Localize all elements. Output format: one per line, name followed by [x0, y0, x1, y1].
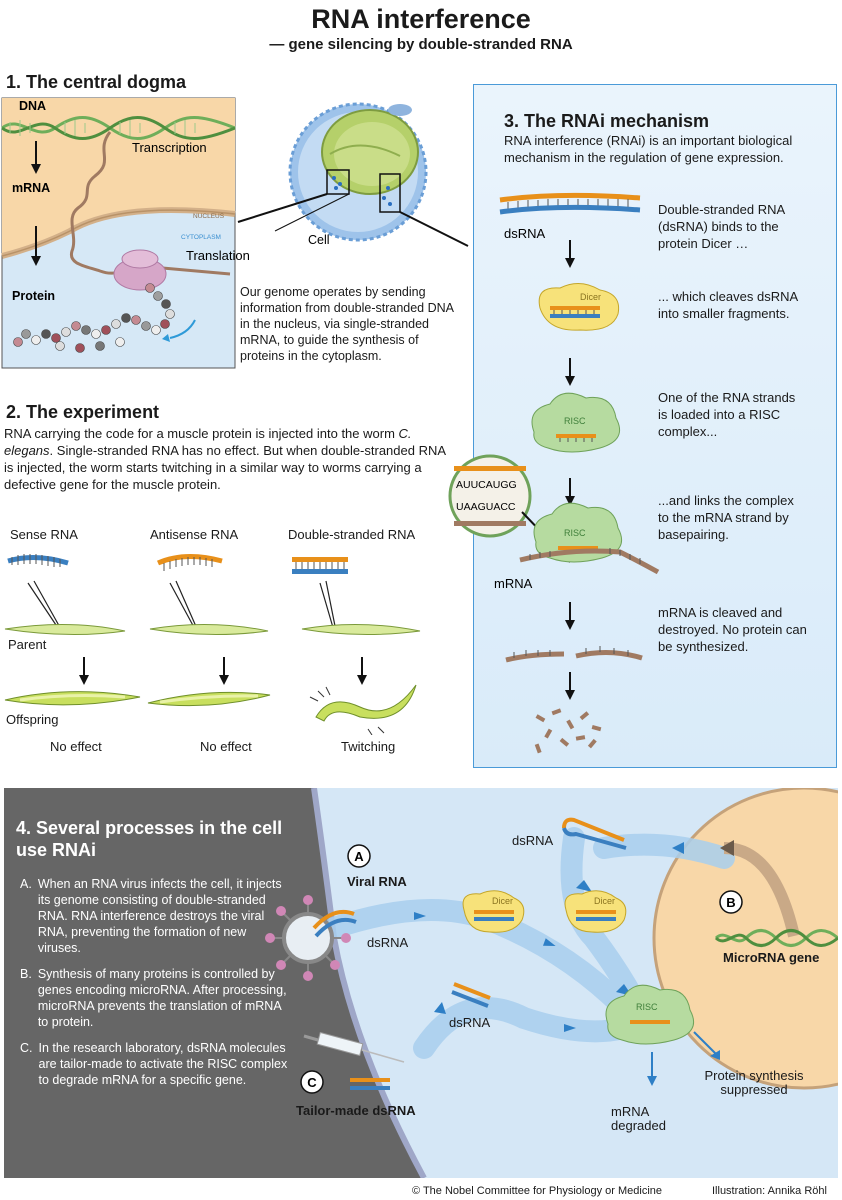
page-title: RNA interference: [311, 4, 531, 34]
cleaved-mrna-icon: [505, 646, 643, 663]
risc-label: RISC: [564, 416, 586, 426]
bases-top: AUUCAUGG: [456, 479, 517, 491]
mrna-strand: [69, 131, 231, 276]
section2-heading: 2. The experiment: [6, 402, 160, 422]
mrna-fragments-icon: [534, 708, 602, 754]
tailor-made-dsrna-label: Tailor-made dsRNA: [296, 1103, 416, 1118]
parent-label: Parent: [8, 637, 47, 652]
svg-text:B: B: [726, 895, 735, 910]
dsrna-mid-icon: [451, 982, 491, 1008]
badge-b: [719, 890, 743, 914]
result-antisense: No effect: [200, 739, 252, 754]
dsrna-icon: [499, 192, 641, 215]
injection-needles: [27, 580, 337, 632]
parent-worms: [4, 623, 421, 636]
step5-text: mRNA is cleaved and destroyed. No protei…: [658, 605, 807, 654]
section4-items: A.When an RNA virus infects the cell, it…: [20, 876, 292, 1088]
mrna-label: mRNA: [494, 576, 533, 591]
rnai-mechanism-illustration: dsRNA Dicer RISC AUUCAUGG UAAGUACC RISC …: [448, 192, 660, 754]
result-sense: No effect: [50, 739, 102, 754]
dicer-label-2: Dicer: [594, 896, 615, 906]
rnai-intro: RNA interference (RNAi) is an important …: [504, 133, 793, 165]
microrna-gene-label: MicroRNA gene: [723, 950, 820, 965]
step1-text: Double-stranded RNA (dsRNA) binds to the…: [658, 202, 785, 251]
dna-helix-icon: [1, 116, 236, 140]
experiment-intro: RNA carrying the code for a muscle prote…: [4, 426, 446, 492]
step3-text: One of the RNA strands is loaded into a …: [658, 390, 796, 439]
sense-rna-icon: [7, 554, 69, 567]
step2-text: ... which cleaves dsRNA into smaller fra…: [658, 289, 798, 321]
dna-label: DNA: [19, 99, 46, 113]
sense-rna-label: Sense RNA: [10, 527, 78, 542]
viral-rna-label: Viral RNA: [347, 874, 407, 889]
cell-label: Cell: [308, 233, 330, 247]
section4-heading: 4. Several processes in the cell use RNA…: [16, 818, 283, 860]
microrna-hairpin-icon: [562, 817, 627, 850]
badge-c: [300, 1070, 324, 1094]
badge-a: [347, 844, 371, 868]
page-subtitle: — gene silencing by double-stranded RNA: [269, 36, 573, 53]
offspring-label: Offspring: [6, 712, 59, 727]
protein-chain-icon: [13, 283, 175, 353]
bases-bottom: UAAGUACC: [456, 501, 516, 513]
step4-text: ...and links the complex to the mRNA str…: [658, 493, 794, 542]
section4-background: Dicer Dicer RISC A B: [4, 788, 838, 1178]
section3-heading: 3. The RNAi mechanism: [504, 111, 710, 131]
mrna-degraded-label: mRNA degraded: [611, 1104, 666, 1133]
risc-mrna-complex-icon: RISC: [519, 502, 660, 575]
dsrna-label-3: dsRNA: [449, 1015, 491, 1030]
section1-heading: 1. The central dogma: [6, 72, 187, 92]
svg-text:C: C: [307, 1075, 317, 1090]
antisense-rna-label: Antisense RNA: [150, 527, 239, 542]
protein-suppressed-label: Protein synthesis suppressed: [704, 1068, 804, 1097]
microrna-gene-dna-icon: [714, 929, 838, 947]
double-stranded-rna-label: Double-stranded RNA: [288, 527, 416, 542]
illustration-credit: Illustration: Annika Röhl: [712, 1185, 827, 1197]
transcription-label: Transcription: [132, 140, 207, 155]
dicer-icon: Dicer: [538, 283, 620, 331]
experiment-illustration: [4, 553, 421, 735]
copyright-text: © The Nobel Committee for Physiology or …: [412, 1185, 663, 1197]
tailor-made-dsrna-icon: [350, 1078, 390, 1090]
translation-label: Translation: [186, 248, 250, 263]
cytoplasm-label: CYTOPLASM: [181, 234, 221, 241]
risc-complex-label: RISC: [564, 528, 586, 538]
central-dogma-description: Our genome operates by sending informati…: [240, 285, 454, 363]
dicer-icon-2: Dicer: [564, 890, 627, 933]
offspring-worms: [4, 684, 417, 735]
dsrna-label-1: dsRNA: [367, 935, 409, 950]
nucleus-label: NUCLEUS: [193, 213, 225, 220]
dsrna-label-2: dsRNA: [512, 833, 554, 848]
dsrna-icon: [292, 557, 348, 574]
dicer-label-1: Dicer: [492, 896, 513, 906]
item-c: C.In the research laboratory, dsRNA mole…: [20, 1041, 288, 1087]
nucleus-area: [2, 98, 235, 256]
virus-icon: [265, 895, 357, 981]
dicer-icon-1: Dicer: [462, 890, 525, 933]
protein-label: Protein: [12, 289, 55, 303]
cell-icon: [288, 102, 428, 242]
dsrna-label: dsRNA: [504, 226, 546, 241]
antisense-rna-icon: [156, 553, 223, 571]
result-dsrna: Twitching: [341, 739, 396, 754]
item-b: B.Synthesis of many proteins is controll…: [20, 967, 287, 1029]
risc-icon: RISC: [605, 984, 694, 1045]
item-a: A.When an RNA virus infects the cell, it…: [20, 877, 282, 955]
mrna-label: mRNA: [12, 181, 50, 195]
svg-text:A: A: [354, 849, 364, 864]
syringe-icon: [303, 1031, 405, 1063]
risc-icon: RISC: [531, 392, 620, 453]
dicer-label: Dicer: [580, 292, 601, 302]
central-dogma-illustration: DNA Transcription mRNA NUCLEUS CYTOPLASM…: [1, 97, 469, 369]
risc-label: RISC: [636, 1002, 658, 1012]
